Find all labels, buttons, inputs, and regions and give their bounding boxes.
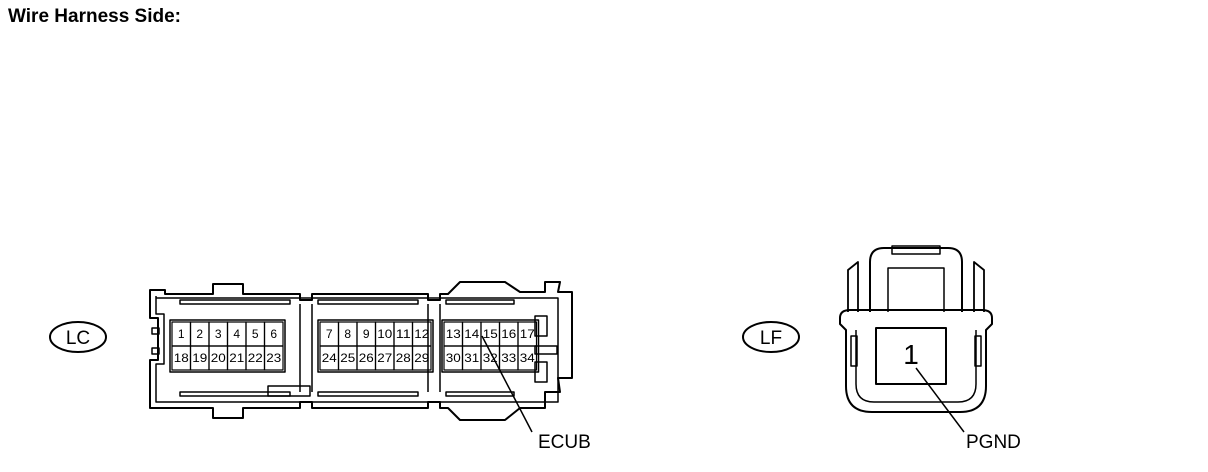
lc-pin-number: 17: [520, 327, 535, 341]
lc-pin-number: 33: [501, 351, 516, 365]
lc-pin-number: 6: [270, 327, 277, 341]
lc-pin-cell: [517, 345, 538, 371]
lc-grid1-frame: [169, 319, 286, 373]
ecub-leader-line: [481, 335, 533, 433]
lc-pin-number: 16: [501, 327, 516, 341]
pgnd-label: PGND: [966, 432, 1021, 453]
lc-pin-number: 19: [192, 351, 207, 365]
lc-pin-number: 1: [178, 327, 185, 341]
lc-pin-number: 12: [414, 327, 429, 341]
lc-pin-number: 23: [266, 351, 281, 365]
lc-badge-label: LC: [66, 328, 90, 349]
lf-housing: [839, 309, 993, 413]
pgnd-leader-line: [915, 367, 965, 433]
lc-pin-number: 26: [359, 351, 374, 365]
lc-pin-number: 22: [248, 351, 263, 365]
lc-pin-number: 8: [344, 327, 351, 341]
lc-pin-number: 20: [211, 351, 226, 365]
lc-pin-number: 21: [229, 351, 244, 365]
lc-pin-number: 29: [414, 351, 429, 365]
lc-pin-cell: [263, 345, 284, 371]
ecub-label: ECUB: [538, 432, 591, 453]
lc-grid2-frame: [317, 319, 434, 373]
lc-pin-number: 25: [340, 351, 355, 365]
lc-pin-number: 5: [252, 327, 259, 341]
lf-badge-label: LF: [760, 328, 782, 349]
lf-badge-outline: [742, 321, 800, 353]
lc-pin-number: 34: [520, 351, 535, 365]
lc-pin-number: 31: [464, 351, 479, 365]
lc-pin-number: 24: [322, 351, 337, 365]
lf-pin-number: 1: [903, 339, 919, 370]
connector-lf: LF 1 PGND: [742, 245, 1021, 453]
lc-pin-number: 4: [233, 327, 240, 341]
lc-grid3-frame: [441, 319, 540, 373]
lc-pin-number: 32: [483, 351, 498, 365]
lc-pin-number: 7: [326, 327, 333, 341]
lc-housing-inner: [155, 296, 559, 403]
lc-pin-number: 18: [174, 351, 189, 365]
lc-pin-number: 3: [215, 327, 222, 341]
lf-pin-cell: [875, 327, 947, 385]
lc-pin-number: 15: [483, 327, 498, 341]
lc-pin-number: 9: [363, 327, 370, 341]
lc-pin-number: 13: [446, 327, 461, 341]
lc-pin-number: 27: [377, 351, 392, 365]
lc-pin-number: 11: [396, 327, 411, 341]
lc-pin-number: 28: [396, 351, 411, 365]
lc-pin-cell: [411, 345, 432, 371]
lc-pin-number: 2: [196, 327, 203, 341]
lc-badge-outline: [49, 321, 107, 353]
lf-top-latch: [869, 247, 963, 312]
lc-pin-number: 14: [464, 327, 479, 341]
lc-pin-number: 10: [377, 327, 392, 341]
page-title: Wire Harness Side:: [8, 6, 182, 27]
lc-pin-number: 30: [446, 351, 461, 365]
